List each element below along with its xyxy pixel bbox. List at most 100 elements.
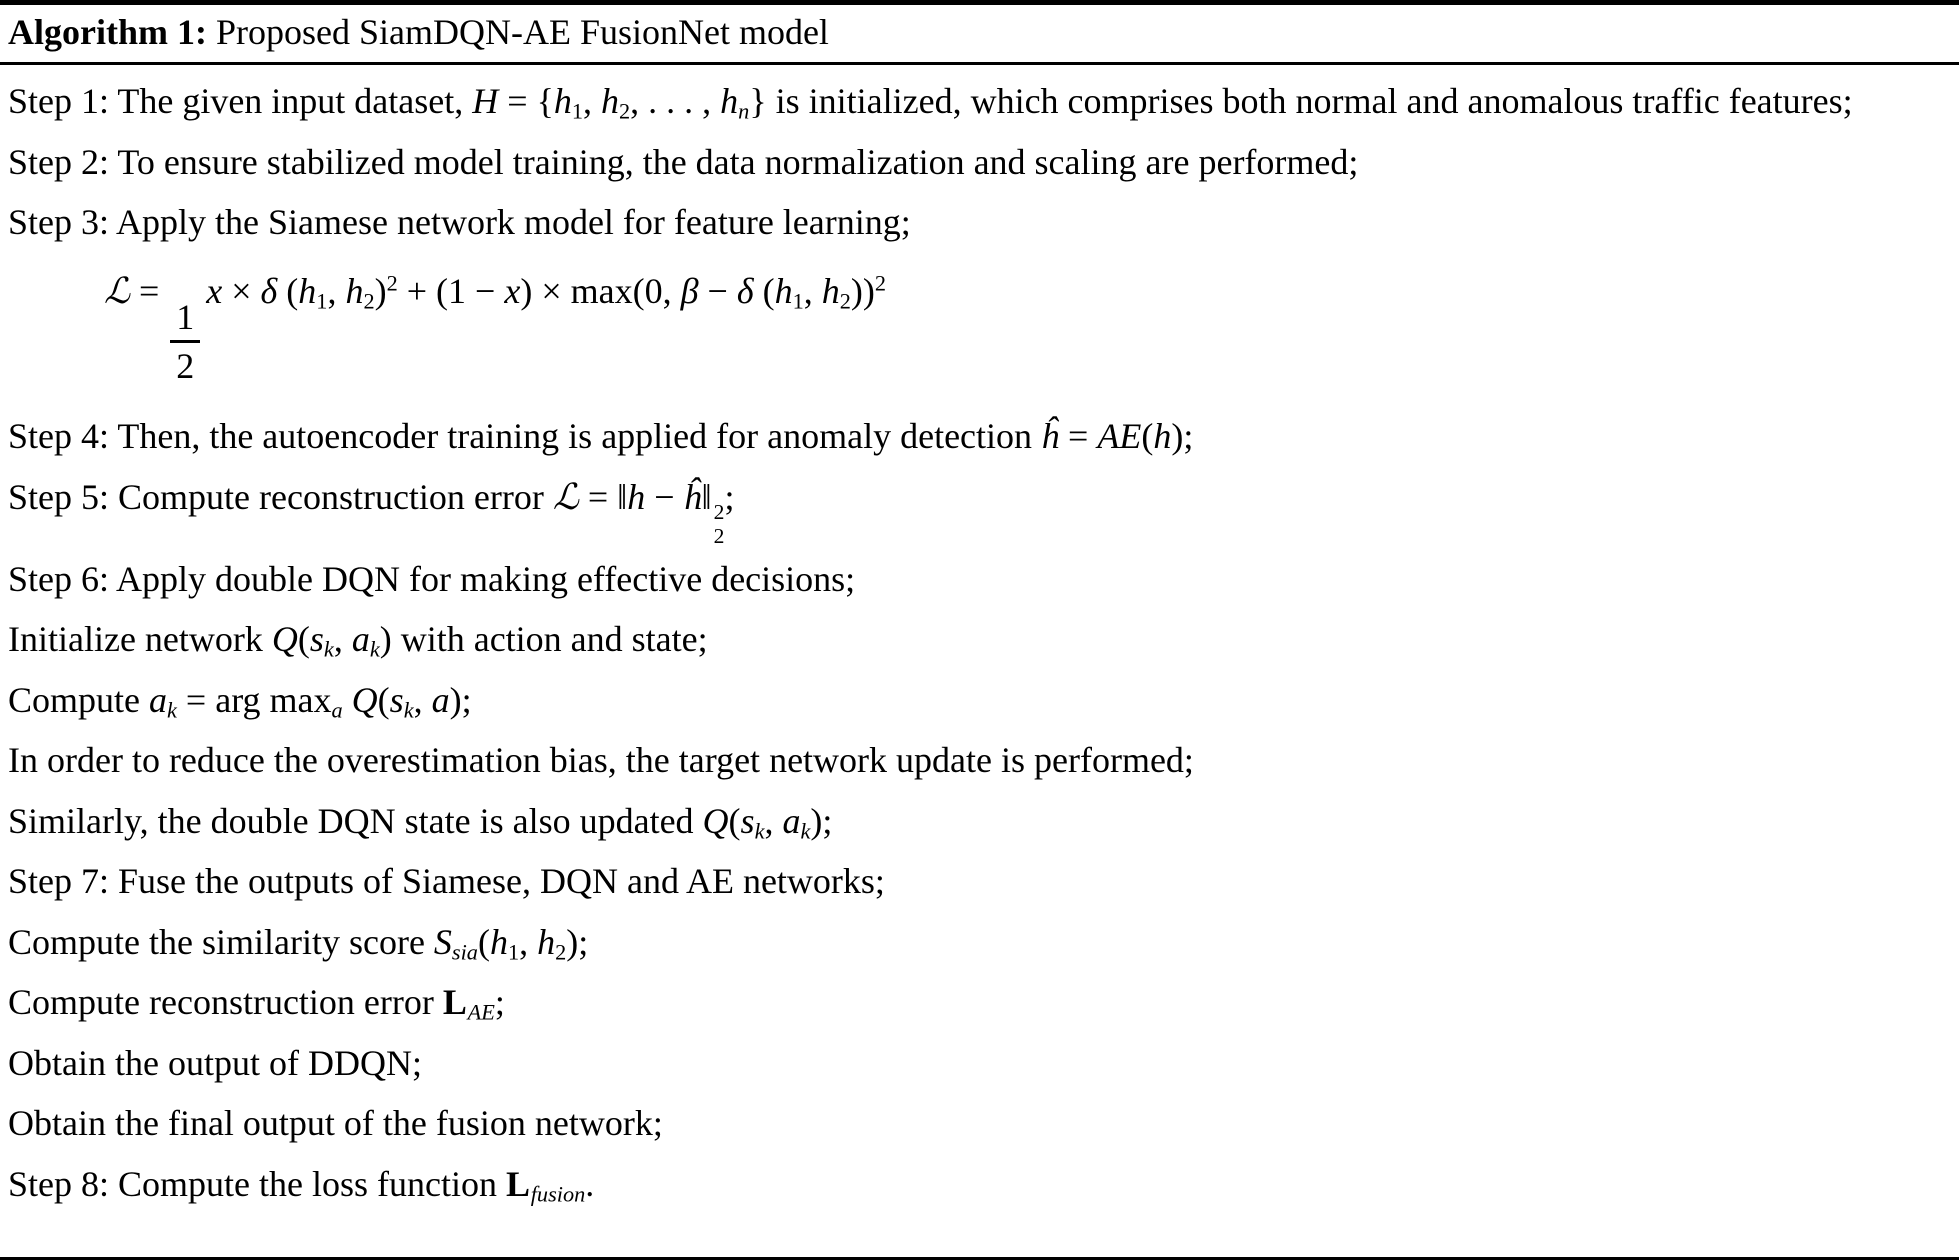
- subscript: k: [800, 818, 811, 844]
- subscript: 1: [507, 939, 520, 965]
- text-run: Step 2: To ensure stabilized model train…: [8, 141, 1359, 182]
- script-letter: Q: [351, 679, 378, 720]
- fraction-denominator: 2: [176, 345, 195, 386]
- text-run: ,: [519, 921, 538, 962]
- text-run: = {: [498, 81, 554, 122]
- step-5-line: Step 5: Compute reconstruction error ℒ =…: [8, 467, 1947, 549]
- text-run: Initialize network: [8, 619, 272, 660]
- math-variable: s: [389, 679, 404, 720]
- script-letter: Q: [702, 800, 729, 841]
- text-run: } is initialized, which comprises both n…: [749, 81, 1853, 122]
- subscript: 1: [316, 288, 328, 314]
- text-run: Step 4: Then, the autoencoder training i…: [8, 416, 1042, 457]
- text-run: Step 6: Apply double DQN for making effe…: [8, 558, 856, 599]
- math-variable: h: [601, 81, 620, 122]
- text-run: (: [297, 619, 310, 660]
- subscript: fusion: [530, 1181, 586, 1207]
- text-run: ,: [764, 800, 783, 841]
- math-variable: ĥ: [1041, 416, 1060, 457]
- text-run: + (1 −: [397, 270, 505, 311]
- subscript: sia: [451, 939, 478, 965]
- algorithm-title: Algorithm 1: Proposed SiamDQN-AE FusionN…: [0, 5, 1959, 66]
- text-run: ,: [583, 81, 602, 122]
- subscript: 1: [571, 98, 584, 124]
- math-variable: a: [782, 800, 801, 841]
- text-run: );: [1171, 416, 1194, 457]
- text-run: );: [449, 679, 472, 720]
- ddqn-output-line: Obtain the output of DDQN;: [8, 1033, 1947, 1093]
- math-variable: ĥ: [683, 476, 702, 517]
- math-variable: x: [504, 270, 521, 311]
- math-variable: h: [345, 270, 364, 311]
- text-run: = ‖: [578, 476, 628, 517]
- superscript: 2: [386, 270, 398, 296]
- reconstruction-error-line: Compute reconstruction error LAE;: [8, 972, 1947, 1032]
- compute-action-line: Compute ak = arg maxa Q(sk, a);: [8, 670, 1947, 730]
- text-run: (: [377, 679, 390, 720]
- text-run: Compute the similarity score: [8, 921, 434, 962]
- subscript: n: [738, 98, 750, 124]
- step-6-line: Step 6: Apply double DQN for making effe…: [8, 549, 1947, 609]
- math-variable: β: [680, 270, 699, 311]
- step-1-line: Step 1: The given input dataset, H = {h1…: [8, 71, 1947, 131]
- math-variable: h: [1153, 416, 1172, 457]
- text-run: Step 8: Compute the loss function: [8, 1163, 506, 1204]
- script-letter: Q: [271, 619, 298, 660]
- text-run: ) × max(0,: [520, 270, 681, 311]
- text-run: =: [129, 270, 169, 311]
- text-run: Step 3: Apply the Siamese network model …: [8, 202, 911, 243]
- fusion-output-line: Obtain the final output of the fusion ne…: [8, 1093, 1947, 1153]
- text-run: ,: [413, 679, 432, 720]
- ddqn-update-line: Similarly, the double DQN state is also …: [8, 791, 1947, 851]
- math-variable: h: [537, 921, 556, 962]
- script-letter: S: [433, 921, 452, 962]
- math-variable: h: [821, 270, 840, 311]
- math-variable: s: [309, 619, 324, 660]
- text-run: ): [374, 270, 387, 311]
- subscript: 2: [713, 524, 725, 549]
- text-run: ×: [222, 270, 261, 311]
- subscript: k: [167, 697, 177, 723]
- text-run: ,: [803, 270, 822, 311]
- math-variable: s: [740, 800, 755, 841]
- text-run: Obtain the final output of the fusion ne…: [8, 1103, 663, 1144]
- math-variable: h: [489, 921, 508, 962]
- text-run: (: [728, 800, 741, 841]
- subscript: 2: [555, 939, 567, 965]
- math-variable: x: [206, 270, 223, 311]
- text-run: )): [850, 270, 875, 311]
- fraction-numerator: 1: [170, 297, 201, 343]
- math-variable: H: [472, 81, 499, 122]
- double-struck-letter: L: [442, 982, 468, 1023]
- text-run: ,: [327, 270, 346, 311]
- text-run: Step 1: The given input dataset,: [8, 81, 473, 122]
- text-run: (: [277, 270, 299, 311]
- text-run: −: [645, 476, 684, 517]
- text-run: ‖: [701, 476, 712, 517]
- text-run: .: [585, 1163, 595, 1204]
- text-run: ) with action and state;: [379, 619, 708, 660]
- double-struck-letter: L: [505, 1163, 531, 1204]
- text-run: (: [1141, 416, 1154, 457]
- bottom-rule: [0, 1257, 1959, 1260]
- text-run: =: [1059, 416, 1098, 457]
- text-run: Compute reconstruction error: [8, 982, 443, 1023]
- text-run: [343, 680, 352, 720]
- step-4-line: Step 4: Then, the autoencoder training i…: [8, 406, 1947, 466]
- text-run: Step 7: Fuse the outputs of Siamese, DQN…: [8, 861, 885, 902]
- subscript: k: [369, 636, 380, 662]
- script-letter: ℒ: [552, 476, 579, 517]
- math-variable: a: [149, 679, 167, 720]
- subscript: a: [331, 697, 343, 723]
- text-run: In order to reduce the overestimation bi…: [8, 740, 1194, 781]
- subscript: AE: [467, 999, 495, 1025]
- math-variable: h: [553, 81, 572, 122]
- step-8-line: Step 8: Compute the loss function Lfusio…: [8, 1154, 1947, 1214]
- text-run: ;: [494, 982, 505, 1023]
- text-run: , . . . ,: [630, 81, 721, 122]
- algorithm-body: Step 1: The given input dataset, H = {h1…: [0, 65, 1959, 1214]
- text-run: );: [810, 800, 833, 841]
- algorithm-number-label: Algorithm 1:: [8, 12, 207, 52]
